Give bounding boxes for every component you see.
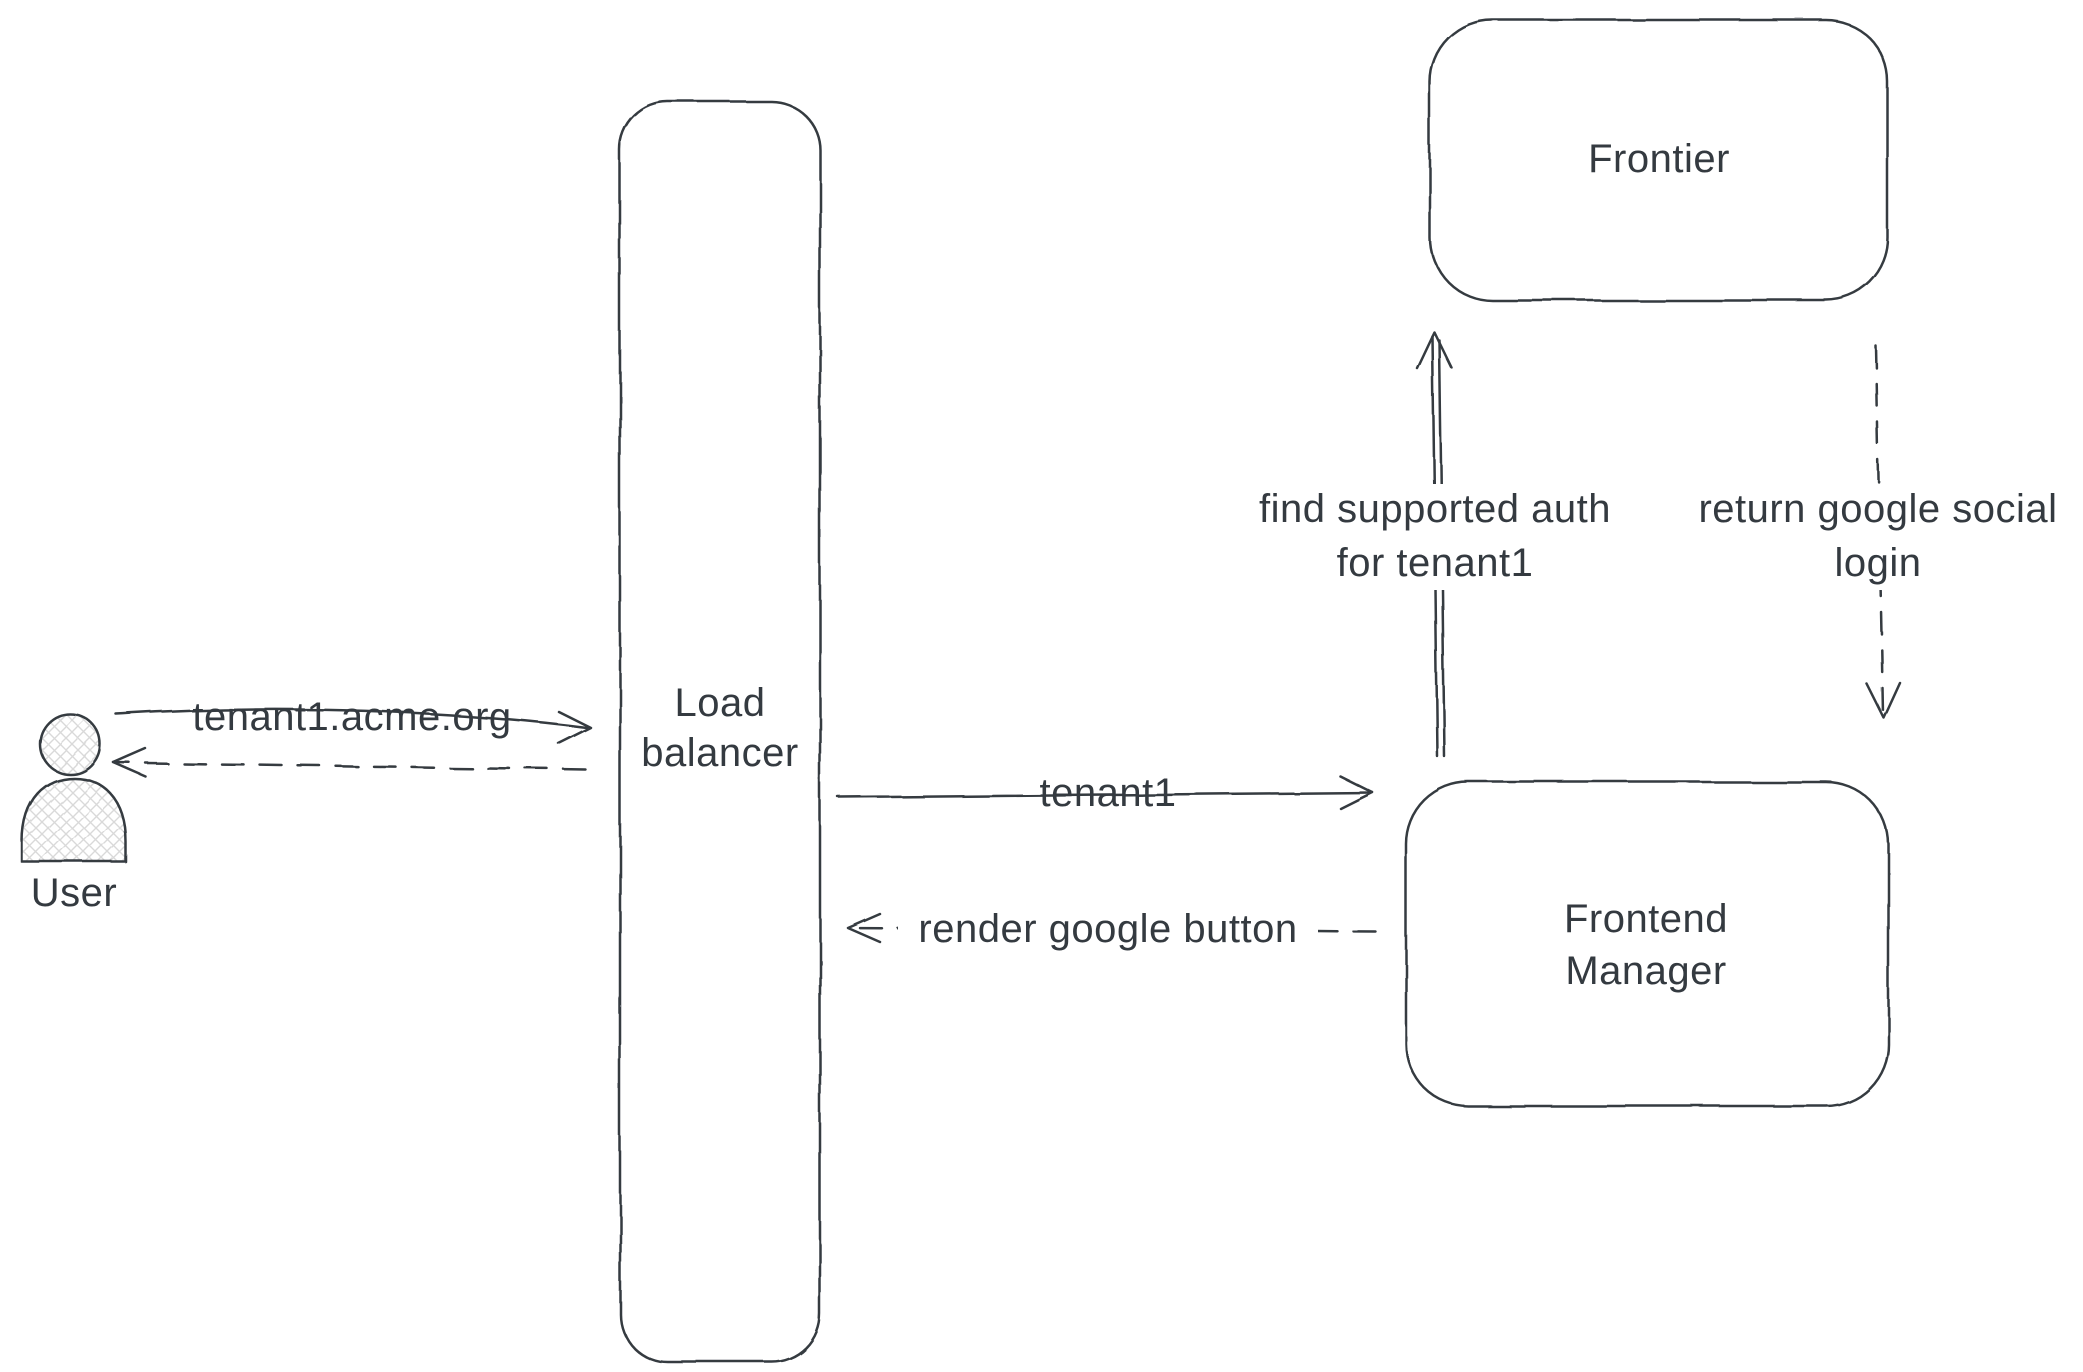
arrowhead-left-icon — [112, 747, 148, 779]
edge-label-return-login-bg — [1692, 484, 2070, 590]
edge-label-tenant1: tenant1 — [1040, 771, 1177, 815]
arrow-line — [836, 790, 1374, 799]
edge-label-find-auth-line2: for tenant1 — [1337, 541, 1534, 585]
load-balancer-label-line2: balancer — [641, 731, 798, 775]
arrowhead-right-icon — [556, 709, 592, 745]
edge-label-render-google-button: render google button — [918, 907, 1297, 951]
load-balancer-node — [618, 100, 822, 1364]
arrow-frontier-to-frontend-manager — [1865, 344, 1902, 720]
user-actor-label: User — [31, 871, 117, 915]
arrowhead-up-icon — [1415, 330, 1453, 370]
arrow-line — [112, 761, 588, 772]
frontier-label: Frontier — [1588, 137, 1730, 181]
user-head — [38, 712, 102, 776]
edge-label-find-auth-bg — [1244, 484, 1626, 590]
arrowhead-right-icon — [1338, 774, 1374, 810]
diagram-labels: User Load balancer Frontier Frontend Man… — [31, 137, 2070, 993]
arrow-line — [1874, 344, 1885, 716]
arrowhead-left-icon — [846, 912, 882, 944]
edge-label-return-login-line1: return google social — [1698, 487, 2057, 531]
user-actor-icon — [20, 712, 128, 864]
arrowhead-down-icon — [1865, 681, 1902, 720]
frontier-node — [1428, 18, 1890, 302]
load-balancer-label-line1: Load — [675, 681, 766, 725]
arrow-line — [114, 707, 588, 729]
edge-label-return-login-line2: login — [1834, 541, 1921, 585]
user-body — [20, 776, 128, 864]
frontend-manager-node — [1404, 780, 1890, 1108]
frontend-manager-label-line1: Frontend — [1564, 897, 1728, 941]
arrow-loadbalancer-to-frontend-manager — [836, 774, 1374, 810]
edge-label-tenant1-acme-org: tenant1.acme.org — [192, 695, 511, 739]
arrow-user-to-loadbalancer — [114, 707, 592, 745]
edge-label-render-google-button-bg — [898, 902, 1318, 956]
arrow-loadbalancer-to-user — [112, 747, 588, 779]
edge-label-find-auth-line1: find supported auth — [1259, 487, 1611, 531]
frontend-manager-label-line2: Manager — [1565, 949, 1726, 993]
